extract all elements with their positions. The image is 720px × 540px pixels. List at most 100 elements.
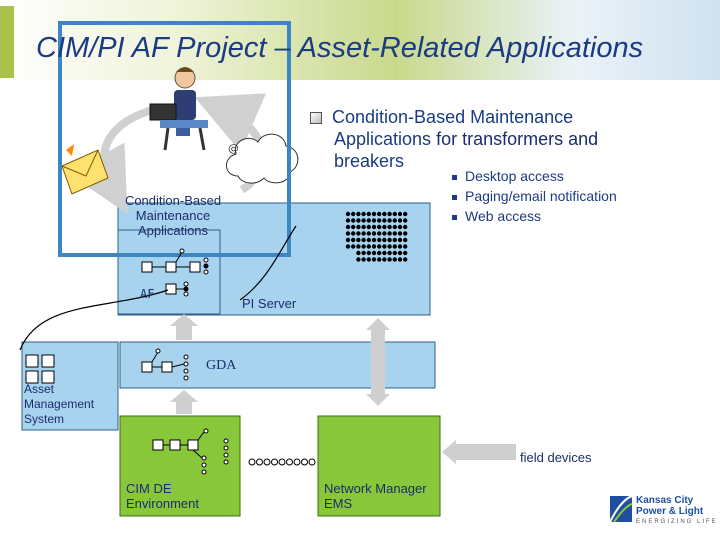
pi-data-dot (403, 211, 408, 217)
field-devices-arrow (442, 440, 516, 464)
link-dot (278, 458, 286, 466)
pi-data-dot (403, 231, 408, 236)
pi-data-dot (361, 211, 366, 217)
pi-data-dot (397, 244, 403, 249)
link-dot (271, 458, 278, 466)
cim-to-gda-arrow (170, 390, 198, 414)
pi-data-dot (371, 237, 377, 243)
pi-data-dot (351, 237, 356, 243)
sub-bullet-item: Desktop access (452, 166, 617, 186)
pi-data-dot (356, 231, 361, 236)
af-label: AF (140, 287, 155, 301)
title-banner (0, 0, 720, 80)
pi-to-highlight-curve (239, 225, 297, 301)
main-bullet-line3: breakers (334, 151, 405, 171)
pi-data-dot (356, 218, 361, 223)
pi-data-dot (382, 244, 387, 249)
pi-data-dot (356, 244, 361, 249)
pi-data-dot (356, 250, 361, 256)
pi-data-dot (392, 224, 397, 230)
main-bullet-line2-rest: for transformers and (431, 129, 599, 149)
pi-data-dot (371, 224, 377, 230)
pi-data-dot (366, 250, 371, 256)
gda-to-af-arrow (170, 314, 198, 340)
pi-data-dot (345, 237, 351, 243)
pi-data-dot (382, 224, 387, 230)
pi-data-dot (366, 257, 371, 262)
email-envelope-icon (61, 144, 109, 195)
sub-bullet-list: Desktop access Paging/email notification… (452, 166, 617, 226)
pi-data-dot (382, 218, 387, 223)
user-at-laptop-icon (149, 67, 208, 151)
pi-data-dot (387, 244, 392, 249)
pi-data-dot (397, 231, 403, 236)
pi-data-dot (392, 237, 397, 243)
network-manager-label: Network Manager EMS (324, 481, 427, 511)
pi-data-dot (382, 257, 387, 262)
sub-bullet-item: Paging/email notification (452, 186, 617, 206)
cim-de-label: CIM DE Environment (126, 481, 199, 511)
pi-data-dot (377, 250, 382, 256)
pi-data-dot (345, 224, 351, 230)
pi-data-dot (382, 250, 387, 256)
link-dot (293, 458, 301, 466)
pi-data-dot (403, 250, 408, 256)
pi-data-dot (351, 218, 356, 223)
pi-data-dot (345, 231, 351, 236)
pi-data-dot (361, 250, 366, 256)
pi-data-dot (397, 224, 403, 230)
square-bullet-icon (452, 174, 457, 180)
pi-data-dot (351, 211, 356, 217)
pi-data-dot (387, 218, 392, 223)
square-bullet-icon (452, 194, 457, 200)
pi-data-dot (397, 218, 403, 223)
pi-data-dot (361, 224, 366, 230)
main-bullet-line2-bold: Applications (334, 129, 432, 149)
pi-data-dot (356, 224, 361, 230)
pi-data-dot (403, 257, 408, 262)
asset-management-label: Asset Management System (24, 382, 95, 426)
pi-data-dot (345, 244, 351, 249)
pi-data-dot (377, 257, 382, 262)
pi-data-dot (366, 231, 371, 236)
asset-to-pi-curve (19, 289, 169, 351)
network-manager-box (317, 415, 441, 517)
checkbox-bullet-icon (310, 112, 322, 125)
af-hierarchy-icon (141, 248, 209, 297)
link-dot (248, 458, 256, 466)
pi-data-dot (371, 244, 377, 249)
field-devices-label: field devices (520, 450, 592, 465)
pi-data-dot (351, 224, 356, 230)
asset-management-icon (25, 354, 55, 384)
pi-data-dot (387, 224, 392, 230)
pi-data-dot (387, 231, 392, 236)
pi-data-dot (371, 218, 377, 223)
pi-data-dot (392, 218, 397, 223)
cim-de-box (119, 415, 241, 517)
pi-data-dot (387, 257, 392, 262)
pi-data-dot (351, 231, 356, 236)
pi-data-dot (356, 257, 361, 262)
pi-data-dot (371, 250, 377, 256)
link-dot (263, 458, 271, 466)
pi-network-double-arrow (366, 318, 390, 406)
pi-data-dot (392, 231, 397, 236)
pi-data-dot (377, 224, 382, 230)
link-dot (301, 458, 308, 466)
pi-data-dot (387, 250, 392, 256)
pi-data-dot (345, 218, 351, 223)
pi-data-dot (403, 218, 408, 223)
pi-data-dot (377, 231, 382, 236)
gda-hierarchy-icon (141, 348, 189, 381)
pi-data-dot (366, 218, 371, 223)
gda-label: GDA (206, 358, 237, 373)
pi-data-dot (356, 237, 361, 243)
pi-data-dot (361, 231, 366, 236)
svg-text:@: @ (228, 142, 239, 155)
pi-data-dot (382, 211, 387, 217)
pi-server-label: PI Server (242, 296, 297, 311)
pi-data-dot (392, 250, 397, 256)
pi-data-dot (371, 231, 377, 236)
cim-network-dotted-link (248, 458, 316, 466)
pi-data-dot (403, 224, 408, 230)
